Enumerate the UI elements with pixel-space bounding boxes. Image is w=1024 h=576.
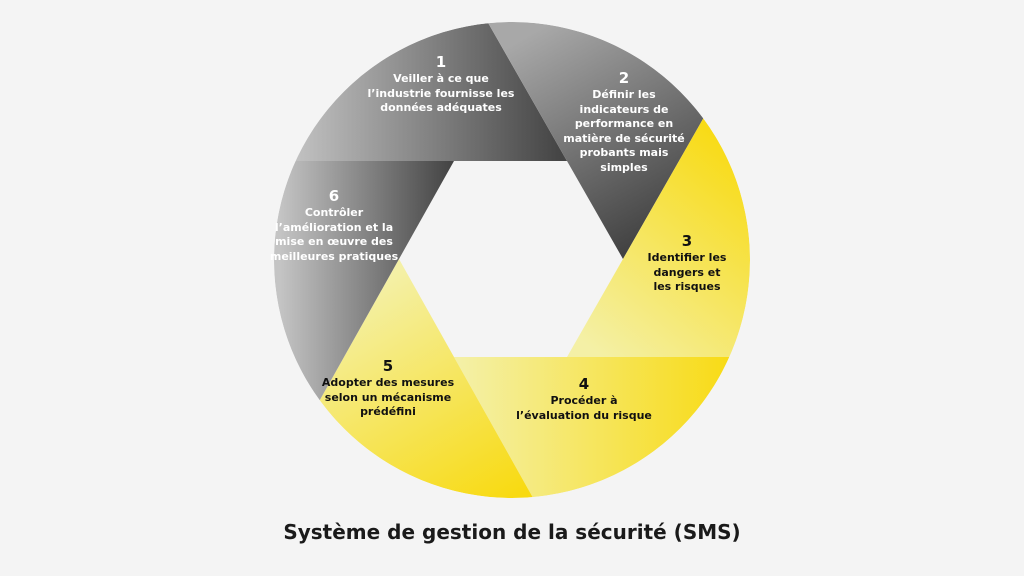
step-number: 4 [578,375,590,393]
step-text: mise en œuvre des [275,235,393,248]
step-2-label: 2 Définir les indicateurs de performance… [563,68,685,175]
step-text: Adopter des mesures [321,376,455,389]
step-text: indicateurs de [579,102,669,116]
step-text: meilleures pratiques [269,249,399,263]
step-number: 1 [435,53,447,71]
step-text: données adéquates [380,101,502,114]
step-text: simples [600,160,648,174]
step-text: selon un mécanisme [324,390,452,404]
step-text: probants mais [579,146,669,159]
step-3-label: 3 Identifier les dangers et les risques [648,231,727,295]
step-4-label: 4 Procéder à l’évaluation du risque [516,374,652,423]
step-text: Veiller à ce que [393,72,489,85]
step-number: 2 [618,69,630,87]
step-5-label: 5 Adopter des mesures selon un mécanisme… [322,356,454,420]
blade-step-3 [567,118,750,358]
diagram-title: Système de gestion de la sécurité (SMS) [283,520,741,544]
blade-step-5 [319,259,533,498]
blade-step-2 [488,22,704,259]
step-text: dangers et [653,265,721,279]
blade-step-4 [454,357,730,498]
step-text: Contrôler [304,206,364,219]
step-text: l’industrie fournisse les [367,86,515,100]
step-text: l’amélioration et la [274,220,394,234]
blade-step-6 [274,161,454,401]
step-text: prédéfini [360,405,416,418]
step-text: performance en [574,117,674,130]
step-6-label: 6 Contrôler l’amélioration et la mise en… [270,186,398,264]
step-text: Procéder à [550,394,618,407]
step-text: les risques [653,280,721,293]
step-number: 5 [382,357,394,375]
step-text: Définir les [592,88,656,101]
step-text: l’évaluation du risque [516,408,652,422]
step-text: Identifier les [647,251,727,264]
blade-step-1 [295,23,567,162]
step-number: 6 [328,187,340,205]
step-1-label: 1 Veiller à ce que l’industrie fournisse… [368,52,515,116]
step-number: 3 [681,232,693,250]
step-text: matière de sécurité [563,131,685,145]
